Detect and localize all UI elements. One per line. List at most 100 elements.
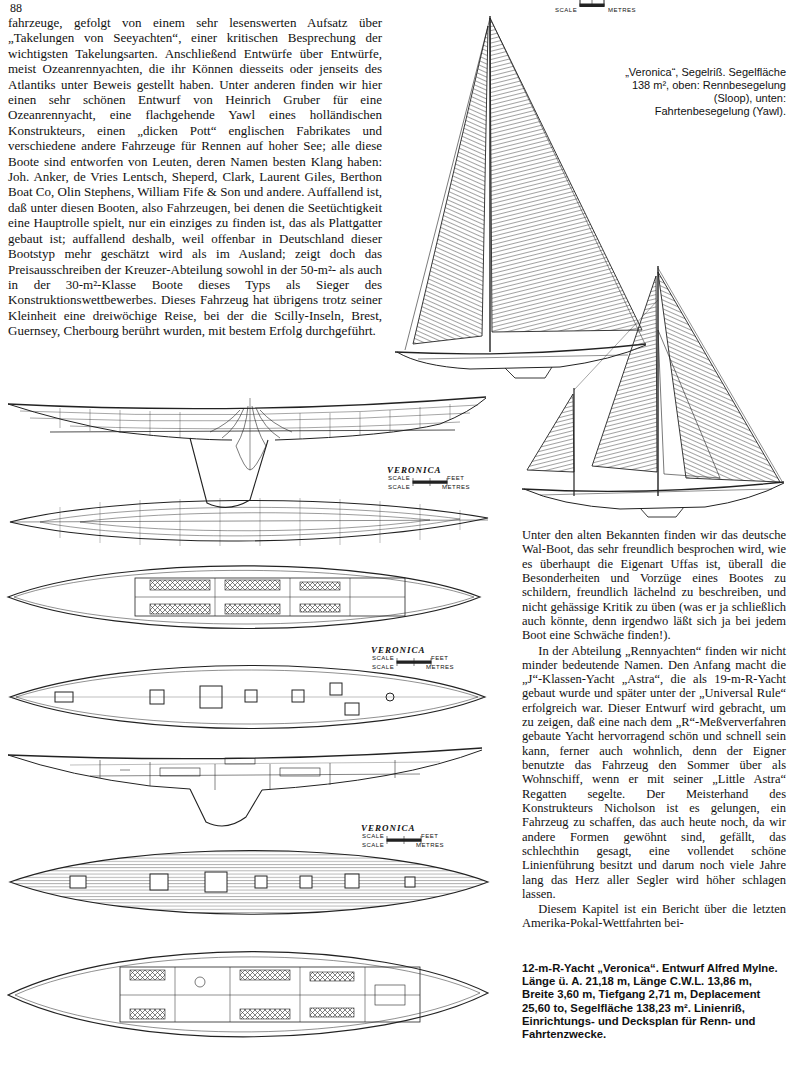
scale-label: SCALE bbox=[372, 664, 394, 670]
accommodation-profile bbox=[280, 768, 320, 776]
deck-planking-plan bbox=[10, 850, 488, 914]
scale-unit: FEET bbox=[447, 475, 464, 481]
accommodation-plan bbox=[225, 604, 280, 614]
sail-plan-yawl bbox=[592, 276, 657, 472]
deck-plan bbox=[245, 690, 257, 702]
accommodation-plan bbox=[225, 580, 280, 590]
accommodation-plan bbox=[135, 578, 405, 616]
accommodation-plan bbox=[14, 570, 474, 624]
lines-plan-profile bbox=[8, 397, 486, 409]
accommodation-profile bbox=[190, 789, 262, 826]
deck-plan bbox=[345, 703, 359, 715]
sail-plan-yawl bbox=[573, 388, 574, 496]
accommodation-profile bbox=[160, 768, 200, 776]
figure-caption: 12-m-R-Yacht „Veronica“. Entwurf Alfred … bbox=[522, 962, 786, 1041]
scale-bar bbox=[404, 836, 405, 844]
accommodation-plan bbox=[120, 967, 420, 1022]
deck-planking-plan bbox=[300, 876, 312, 888]
deck-plan bbox=[10, 697, 485, 698]
sail-plan-yawl bbox=[574, 300, 658, 390]
sail-plan-yawl bbox=[527, 394, 574, 472]
deck-planking-plan bbox=[205, 872, 227, 892]
lines-plan-profile bbox=[250, 398, 251, 470]
accommodation-plan bbox=[135, 578, 405, 616]
accommodation-plan bbox=[8, 566, 480, 629]
accommodation-profile bbox=[8, 748, 482, 759]
half-breadth-plan bbox=[60, 498, 460, 546]
sail-plan-sloop bbox=[490, 18, 642, 332]
lines-plan-profile bbox=[8, 398, 486, 440]
sail-plan-sloop bbox=[405, 18, 490, 350]
accommodation-plan bbox=[150, 604, 210, 614]
sail-plan-sloop bbox=[418, 355, 628, 359]
accommodation-profile bbox=[8, 750, 482, 790]
deck-plan bbox=[10, 665, 485, 728]
figure-label: VERONICA bbox=[387, 465, 442, 475]
figure-label: VERONICA bbox=[361, 823, 416, 833]
accommodation-plan bbox=[130, 970, 165, 980]
sail-plan-sloop bbox=[489, 16, 490, 352]
sail-plan-sloop bbox=[505, 367, 552, 378]
scale-unit: METRES bbox=[442, 484, 470, 490]
scale-bar bbox=[430, 478, 431, 486]
sail-plan-yawl bbox=[524, 483, 784, 509]
half-breadth-plan bbox=[10, 500, 488, 541]
scale-bar bbox=[397, 658, 398, 666]
scale-bar bbox=[413, 478, 414, 486]
sail-plan-yawl bbox=[522, 266, 784, 517]
body-text: Diesem Kapitel ist ein Bericht über die … bbox=[522, 902, 786, 931]
half-breadth-plan bbox=[10, 520, 488, 522]
lines-plan-profile bbox=[190, 438, 268, 507]
scale-bar bbox=[580, 0, 581, 7]
figure-label: VERONICA bbox=[371, 645, 426, 655]
scale-label: SCALE bbox=[555, 7, 577, 13]
sail-plan-sloop bbox=[397, 345, 646, 369]
sail-plan-sloop bbox=[413, 26, 488, 344]
sail-plan-yawl bbox=[540, 489, 772, 495]
accommodation-profile bbox=[70, 762, 440, 765]
accommodation-plan bbox=[375, 985, 405, 1005]
accommodation-plan bbox=[300, 604, 340, 612]
scale-unit: METRES bbox=[426, 664, 454, 670]
scale-unit: FEET bbox=[421, 833, 438, 839]
scale-bar bbox=[580, 0, 604, 7]
scale-bar bbox=[414, 658, 415, 666]
deck-plan bbox=[292, 690, 304, 702]
scale-bar bbox=[397, 658, 431, 666]
accommodation-plan bbox=[310, 972, 354, 981]
accommodation-plan bbox=[15, 957, 480, 1032]
sail-plan-yawl bbox=[658, 272, 780, 482]
deck-planking-plan bbox=[345, 874, 359, 888]
scale-bar bbox=[604, 0, 605, 7]
accommodation-plan bbox=[8, 952, 488, 1037]
accommodation-plan bbox=[240, 1009, 290, 1019]
scale-bar bbox=[387, 836, 421, 844]
lines-plan-profile bbox=[8, 397, 486, 507]
sail-plan-yawl bbox=[658, 330, 720, 478]
deck-planking-plan bbox=[405, 877, 415, 887]
body-text: In der Abteilung „Rennyachten“ finden wi… bbox=[522, 644, 786, 902]
accommodation-plan bbox=[120, 967, 420, 1022]
scale-label: SCALE bbox=[388, 475, 410, 481]
accommodation-plan bbox=[150, 580, 210, 590]
deck-planking-plan bbox=[70, 876, 86, 888]
accommodation-plan bbox=[195, 977, 205, 987]
accommodation-plan bbox=[300, 582, 340, 590]
accommodation-plan bbox=[310, 1008, 354, 1017]
deck-planking-plan bbox=[150, 874, 168, 890]
scale-bar bbox=[592, 0, 593, 7]
scale-unit: METRES bbox=[608, 7, 636, 13]
sail-plan-sloop bbox=[395, 344, 646, 354]
lines-plan-profile bbox=[20, 405, 478, 429]
scale-label: SCALE bbox=[388, 484, 410, 490]
scale-bar bbox=[387, 836, 388, 844]
lines-plan-profile bbox=[236, 446, 266, 470]
sail-plan-sloop bbox=[490, 18, 645, 344]
scale-label: SCALE bbox=[362, 833, 384, 839]
body-text: fahrzeuge, gefolgt von einem sehr lesens… bbox=[8, 15, 382, 339]
sail-plan-yawl bbox=[640, 507, 684, 517]
scale-unit: FEET bbox=[431, 655, 448, 661]
accommodation-plan bbox=[8, 566, 480, 629]
deck-plan bbox=[330, 683, 342, 695]
figure-caption: „Veronica“, Segelriß. Segelfläche 138 m²… bbox=[618, 66, 786, 118]
